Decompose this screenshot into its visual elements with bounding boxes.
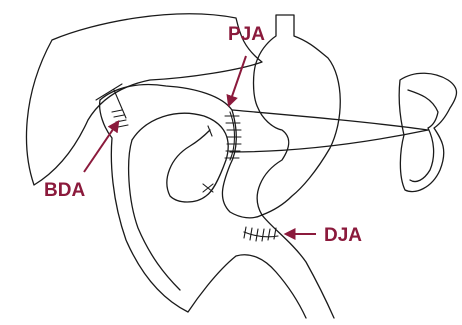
bda-arrow xyxy=(84,122,118,172)
bda-label: BDA xyxy=(44,180,85,201)
pancreatic-remnant-inner xyxy=(408,90,438,182)
dja-label: DJA xyxy=(324,225,362,246)
bowel-loop-outer xyxy=(100,85,334,318)
pja-arrow xyxy=(229,56,246,105)
pja-label: PJA xyxy=(228,24,265,45)
dja-suture-line xyxy=(244,232,278,237)
bowel-loop-inner xyxy=(132,113,228,202)
bda-suture-stitches xyxy=(112,110,128,127)
jejunal-limb-upper xyxy=(232,110,428,130)
stomach-outline xyxy=(254,15,341,215)
